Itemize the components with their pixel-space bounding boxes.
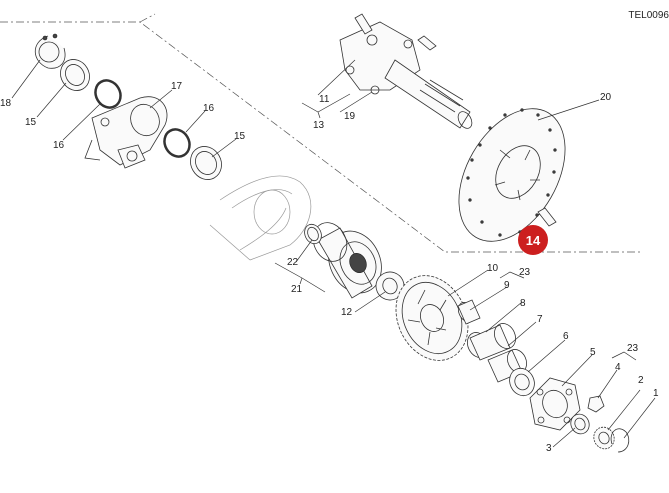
hub-seal-part [509,367,535,397]
caliper-bracket-part [84,96,168,169]
callout-23-bottom: 23 [627,343,639,354]
washer-part-bottom [570,413,590,435]
drawing-code-label: TEL0096 [628,10,669,21]
o-ring-part-left [94,79,122,109]
callout-12: 12 [341,307,353,318]
washer-part-right [190,146,222,180]
callout-13: 13 [313,120,325,131]
callout-15-right: 15 [234,131,246,142]
upper-assembly-boundary [0,21,640,253]
callout-7: 7 [537,314,543,325]
callout-19: 19 [344,111,356,122]
leader-lines [11,59,656,448]
callout-15-left: 15 [25,117,37,128]
swingarm-ghost-outline [209,175,312,261]
wheel-flange-part [529,377,581,431]
retaining-clip-part [610,428,630,453]
sprocket-flange-part [457,299,481,325]
callout-17: 17 [171,81,183,92]
callout-2: 2 [638,375,644,386]
callout-16-right: 16 [203,103,215,114]
callout-4: 4 [615,362,621,373]
callout-9: 9 [504,280,510,291]
o-ring-part-right [163,128,191,158]
callout-23-top: 23 [519,267,531,278]
group-brackets [274,93,637,361]
callout-5: 5 [590,347,596,358]
callout-11: 11 [319,94,330,105]
callout-6: 6 [563,331,569,342]
callout-3: 3 [546,443,552,454]
callout-22: 22 [287,257,299,268]
callout-21: 21 [291,284,303,295]
wheel-nut-part [593,426,615,450]
inner-bearing-part [467,323,516,361]
callout-16-left: 16 [53,140,65,151]
brake-disc-part [458,108,566,242]
rear-axle-part [339,21,473,129]
hub-boundary [139,13,156,23]
eccentric-hub-part [312,222,382,299]
callout-18: 18 [0,98,12,109]
nut-part [587,395,605,413]
disc-bolt-part [537,207,557,227]
highlighted-part-badge: 14 [518,225,548,255]
circlip-part [34,33,66,69]
callout-8: 8 [520,298,526,309]
seal-ring-part [304,223,322,245]
washer-part-left [60,59,90,91]
axle-bolt-part-top [354,13,437,51]
callout-1: 1 [653,388,659,399]
callout-10: 10 [487,263,499,274]
callout-20: 20 [600,92,612,103]
